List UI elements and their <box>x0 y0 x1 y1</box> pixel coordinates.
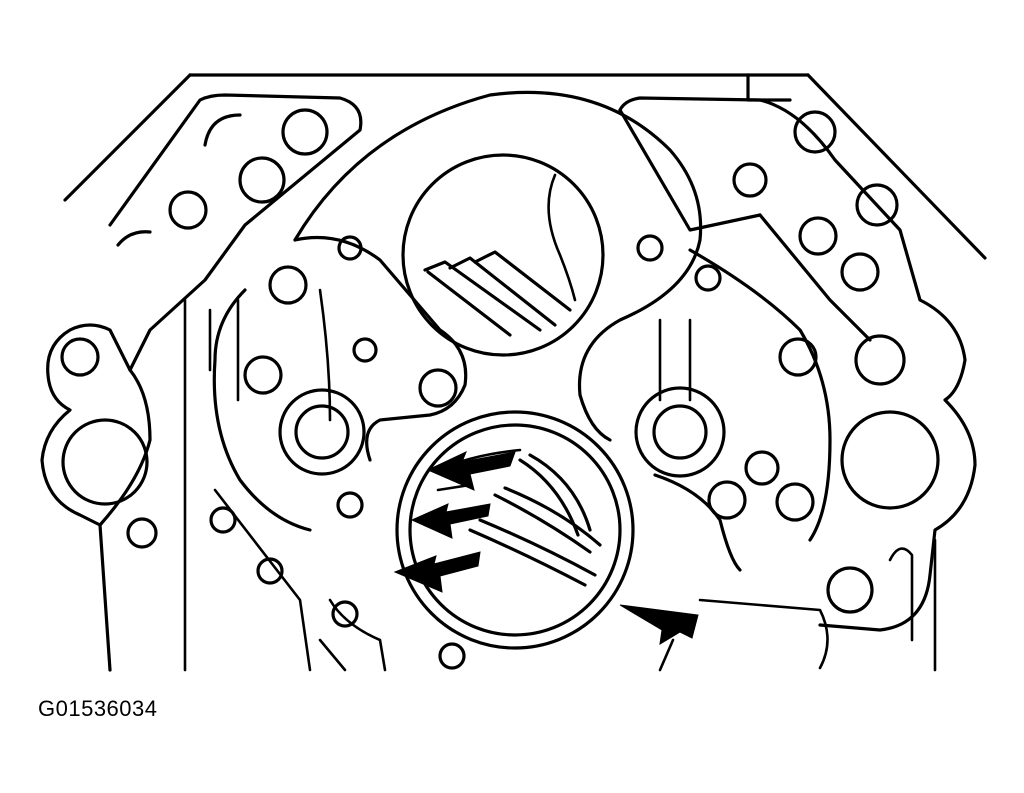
arrow-middle-bearing <box>410 503 491 539</box>
arrow-seal-lip <box>619 604 699 645</box>
engine-block-outline <box>40 73 987 672</box>
callout-arrows <box>393 451 699 672</box>
camshaft-opening <box>401 153 605 357</box>
arrow-lower-bearing <box>393 551 481 593</box>
figure-id-label: G01536034 <box>38 696 158 721</box>
bolt-holes <box>60 108 940 670</box>
crankshaft-seal-bore <box>395 410 635 650</box>
dowel-bosses <box>278 386 726 478</box>
timing-cover-plate <box>208 90 832 572</box>
arrow-upper-bearing <box>426 451 516 491</box>
